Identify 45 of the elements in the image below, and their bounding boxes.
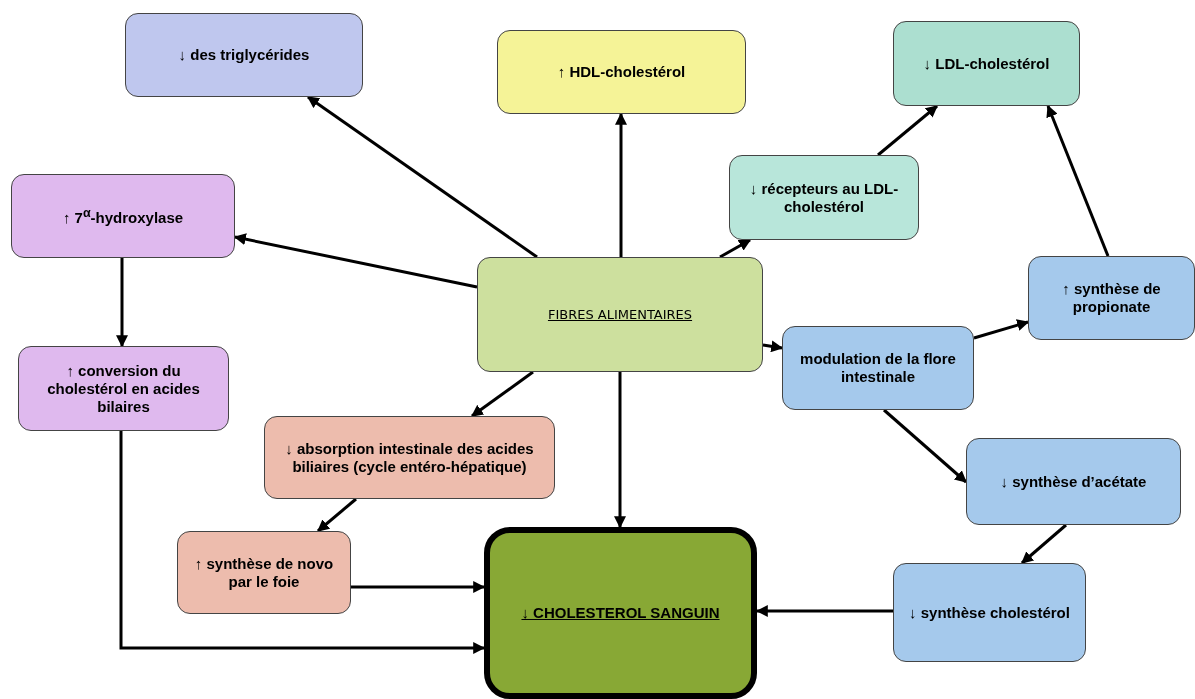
arrow (755, 605, 893, 617)
process-box (177, 531, 351, 614)
node-text: ↑ HDL-cholestérol (557, 63, 686, 81)
arrow (719, 238, 752, 259)
node-text: ↑ synthèse de novo par le foie (193, 554, 335, 591)
node-text: FIBRES ALIMENTAIRES (547, 306, 693, 323)
arrow (307, 95, 538, 259)
arrow (614, 372, 626, 529)
process-box (1028, 256, 1195, 340)
arrow (317, 497, 357, 533)
node-text: ↓ des triglycérides (178, 46, 310, 64)
node-text: ↓ synthèse cholestérol (909, 603, 1070, 622)
arrow (351, 581, 486, 593)
process-box (125, 13, 363, 97)
arrow (116, 258, 128, 348)
process-box (264, 416, 555, 499)
process-box (893, 563, 1086, 662)
arrow (877, 104, 938, 157)
arrow (883, 408, 967, 484)
process-box (782, 326, 974, 410)
arrow (233, 233, 478, 289)
node-text: ↓ LDL-cholestérol (923, 54, 1050, 73)
node-text: ↓ récepteurs au LDL-cholestérol (748, 179, 900, 216)
process-box (497, 30, 746, 114)
arrow (762, 340, 784, 353)
process-box (966, 438, 1181, 525)
node-text: ↑ 7$^{α}$-hydroxylase (62, 205, 184, 227)
process-box (893, 21, 1080, 106)
arrow (1046, 104, 1110, 257)
arrow (973, 319, 1030, 340)
process-box (477, 257, 763, 372)
arrow (471, 370, 534, 418)
process-box (11, 174, 235, 258)
process-box (729, 155, 919, 240)
node-text: ↓ absorption intestinale des acides biliaires (cycle entéro-hépatique) (284, 439, 535, 476)
node-text: modulation de la flore intestinale (799, 350, 957, 386)
node-text: ↑ conversion du cholestérol en acides bilaires (46, 361, 201, 416)
arrow (1021, 523, 1067, 565)
process-box (18, 346, 229, 431)
node-text: ↑ synthèse de propionate (1061, 280, 1162, 316)
node-text: ↓ CHOLESTEROL SANGUIN (521, 604, 720, 622)
result-box (484, 527, 757, 699)
arrow (119, 431, 486, 654)
arrow (615, 112, 627, 257)
node-text: ↓ synthèse d’acétate (1000, 472, 1147, 491)
